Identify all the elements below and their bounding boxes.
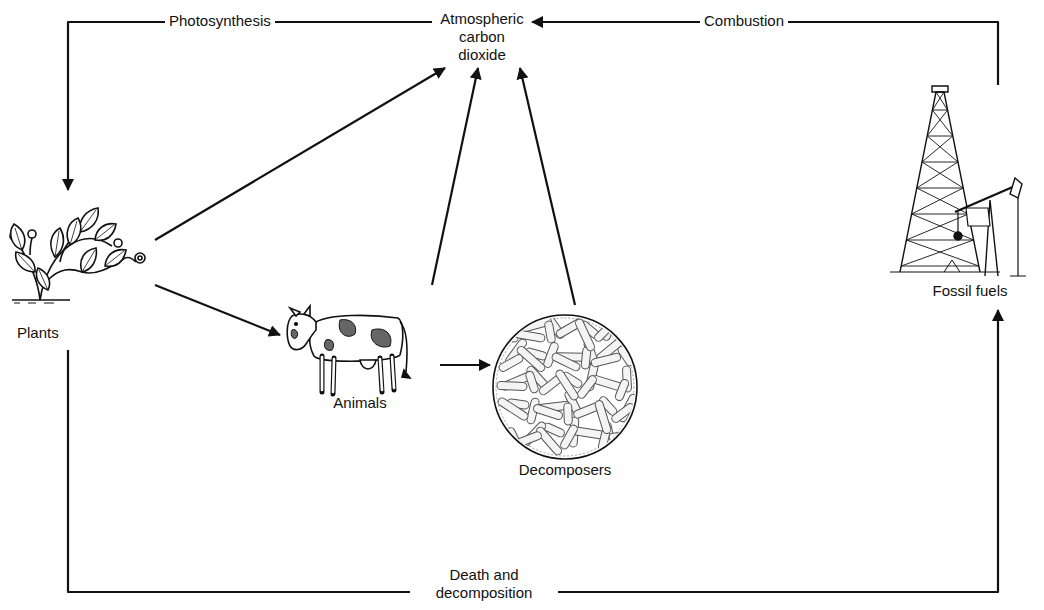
decomposer-illustration [489,311,646,459]
bacterium [497,381,527,390]
node-label: Animals [284,394,436,412]
derrick-illustration [890,86,1026,276]
node-label: Decomposers [494,461,636,479]
bacterium [576,374,598,400]
cow-illustration [287,306,410,394]
bacterium [535,426,563,457]
animals-node: Animals [280,285,440,420]
bacterium [609,430,640,441]
bacterium [564,403,573,425]
bacterium [525,370,539,393]
bacterium [610,402,636,424]
connector-arrow [432,68,478,285]
bacterium [515,329,546,342]
connector-arrow [532,22,998,85]
connector-arrow [520,68,575,305]
bacterium [497,396,530,421]
bacterium [559,424,579,451]
node-label: Atmospheric carbon dioxide [436,10,528,64]
bacterium [515,431,542,448]
bacterium [593,319,617,343]
edge-label: Combustion [700,12,788,30]
edge-label: Photosynthesis [165,12,275,30]
connector-arrow [68,22,432,190]
bacterium [498,353,525,373]
plant-illustration [10,208,145,303]
edge-label: Death and decomposition [410,566,558,602]
node-label: Plants [17,324,151,342]
bacterium [614,378,630,401]
bacterium [594,400,612,435]
connector-arrow [440,364,490,366]
connector-arrow [155,68,445,240]
plants-node: Plants [5,190,155,350]
atmosphere-label: Atmospheric carbon dioxide [432,6,532,68]
bacterium [532,404,563,421]
node-label: Fossil fuels [904,282,1036,300]
bacterium [608,322,642,344]
bacterium [551,352,581,372]
connector-arrow [155,285,280,335]
bacterium [574,318,596,352]
bacterium [590,352,621,367]
bacterium [544,320,556,343]
bacterium [489,318,511,326]
bacterium [554,369,579,402]
fossil-fuels-node: Fossil fuels [900,85,1040,310]
connector-arrow [68,310,998,592]
decomposers-node: Decomposers [490,305,640,485]
